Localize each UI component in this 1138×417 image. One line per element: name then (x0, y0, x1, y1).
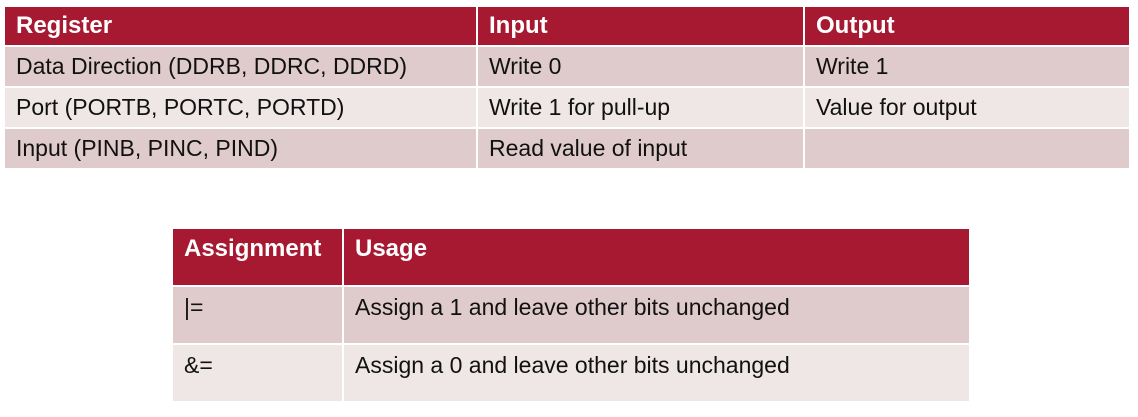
assignment-table: Assignment Usage |= Assign a 1 and leave… (173, 229, 969, 401)
table-cell: Write 0 (476, 45, 803, 86)
table-cell: &= (173, 343, 342, 401)
column-header-output: Output (803, 7, 1129, 45)
table-cell: Port (PORTB, PORTC, PORTD) (5, 86, 476, 127)
table-row: Port (PORTB, PORTC, PORTD) Write 1 for p… (5, 86, 1129, 127)
column-header-register: Register (5, 7, 476, 45)
table-cell: Assign a 0 and leave other bits unchange… (342, 343, 969, 401)
column-header-assignment: Assignment (173, 229, 342, 285)
table-cell (803, 127, 1129, 168)
table-cell: |= (173, 285, 342, 343)
table-row: &= Assign a 0 and leave other bits uncha… (173, 343, 969, 401)
table-cell: Value for output (803, 86, 1129, 127)
table-cell: Read value of input (476, 127, 803, 168)
register-table: Register Input Output Data Direction (DD… (5, 7, 1129, 168)
table-row: Input (PINB, PINC, PIND) Read value of i… (5, 127, 1129, 168)
column-header-input: Input (476, 7, 803, 45)
table-row: Data Direction (DDRB, DDRC, DDRD) Write … (5, 45, 1129, 86)
table-cell: Data Direction (DDRB, DDRC, DDRD) (5, 45, 476, 86)
table-header-row: Register Input Output (5, 7, 1129, 45)
table-cell: Write 1 (803, 45, 1129, 86)
table-row: |= Assign a 1 and leave other bits uncha… (173, 285, 969, 343)
table-cell: Input (PINB, PINC, PIND) (5, 127, 476, 168)
table-header-row: Assignment Usage (173, 229, 969, 285)
column-header-usage: Usage (342, 229, 969, 285)
table-cell: Write 1 for pull-up (476, 86, 803, 127)
table-cell: Assign a 1 and leave other bits unchange… (342, 285, 969, 343)
